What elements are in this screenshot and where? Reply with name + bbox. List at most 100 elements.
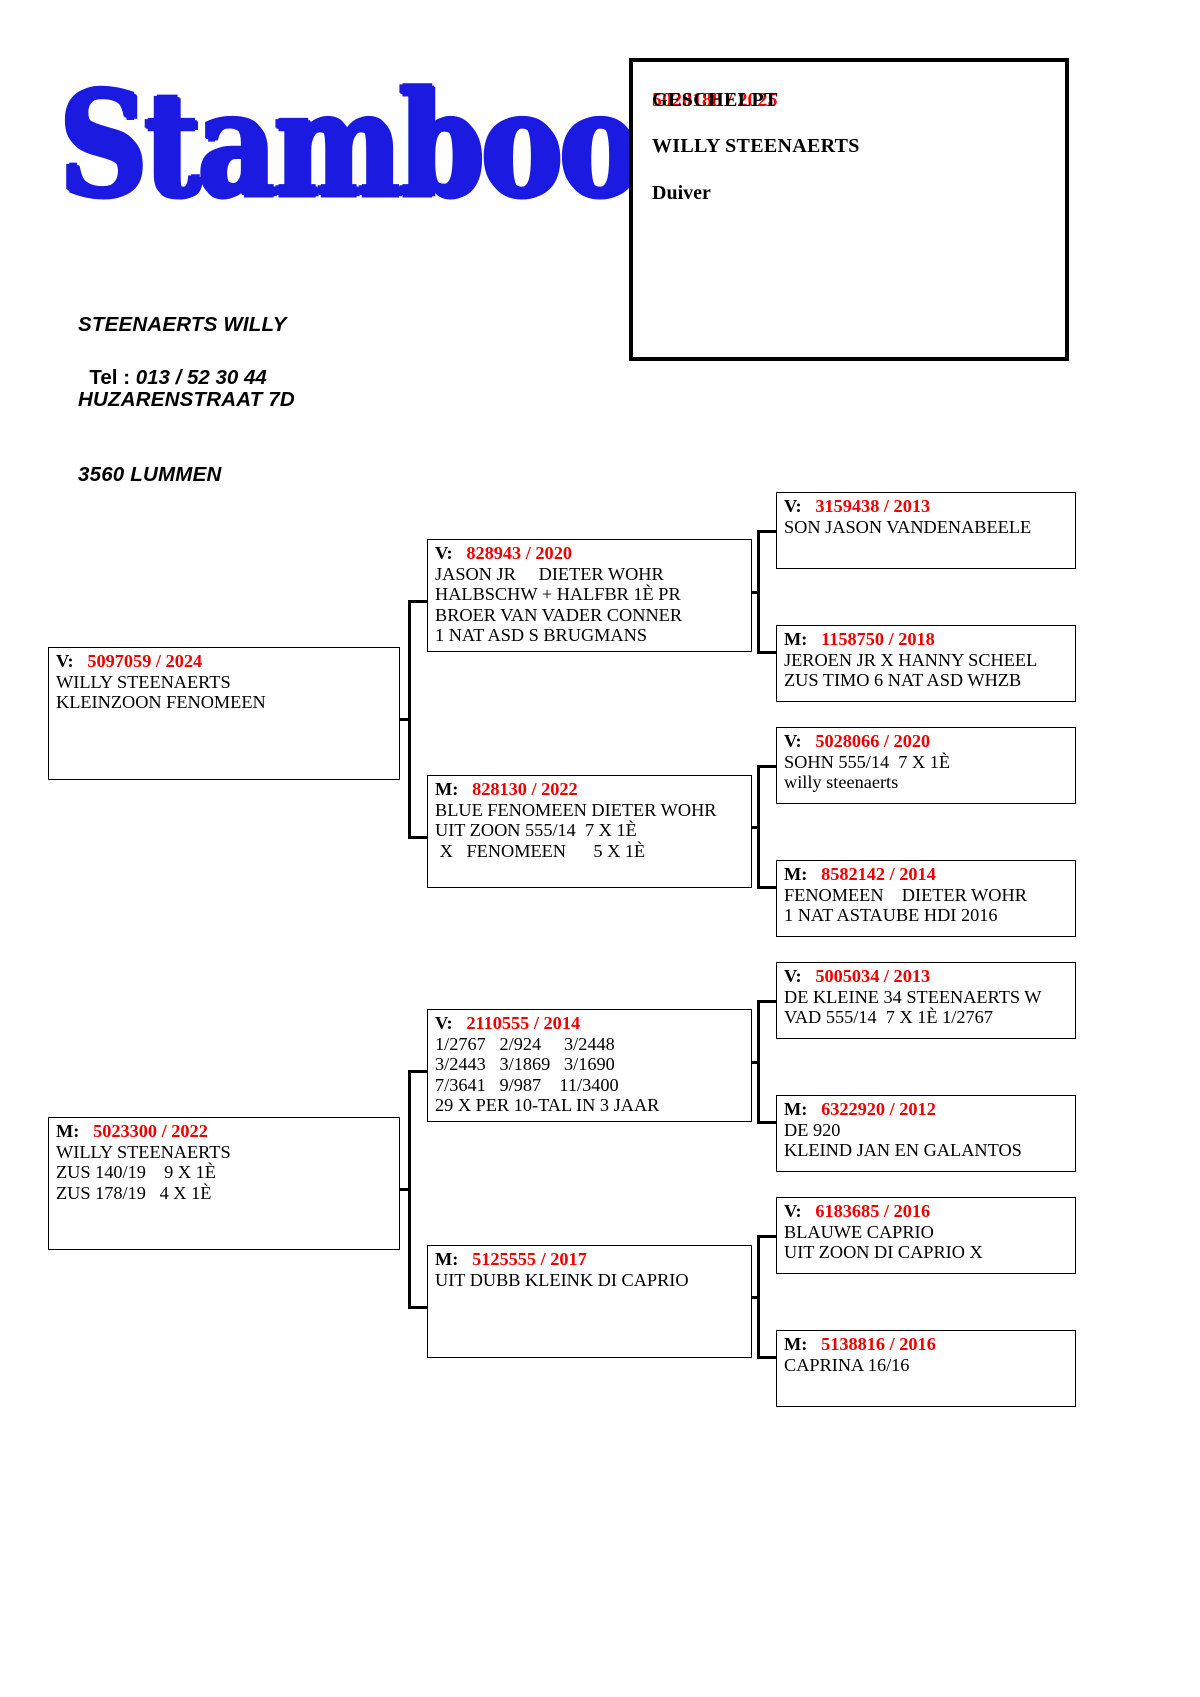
pedigree-box-header: V: 828943 / 2020 — [435, 543, 751, 564]
pedigree-line: 3/2443 3/1869 3/1690 — [435, 1054, 615, 1075]
pedigree-line: BLUE FENOMEEN DIETER WOHR — [435, 799, 717, 820]
pedigree-line: CAPRINA 16/16 — [784, 1354, 910, 1375]
pedigree-box-header: V: 6183685 / 2016 — [784, 1201, 1075, 1222]
sex-marker: M: — [784, 1099, 808, 1119]
ring-number: 5005034 / 2013 — [815, 966, 931, 986]
pedigree-line: DE 920 — [784, 1119, 841, 1140]
address-line-street: HUZARENSTRAAT 7D — [78, 388, 295, 411]
pedigree-box-sd-gen2: M: 828130 / 2022 BLUE FENOMEEN DIETER WO… — [427, 775, 752, 888]
pedigree-box-ss-gen2: V: 828943 / 2020 JASON JR DIETER WOHR HA… — [427, 539, 752, 652]
pedigree-box-header: M: 5023300 / 2022 — [56, 1121, 399, 1142]
pedigree-box-sdd: M: 8582142 / 2014 FENOMEEN DIETER WOHR 1… — [776, 860, 1076, 937]
connector-ds-stub — [745, 1061, 759, 1064]
address-line-name: STEENAERTS WILLY — [78, 313, 287, 336]
pedigree-box-dss: V: 5005034 / 2013 DE KLEINE 34 STEENAERT… — [776, 962, 1076, 1039]
pedigree-line: UIT DUBB KLEINK DI CAPRIO — [435, 1269, 689, 1290]
pedigree-box-dam-gen1: M: 5023300 / 2022 WILLY STEENAERTS ZUS 1… — [48, 1117, 400, 1250]
pedigree-box-header: M: 5125555 / 2017 — [435, 1249, 751, 1270]
ring-number: 5097059 / 2024 — [87, 651, 203, 671]
subject-ring-number: 5020188 / 2025 — [652, 89, 778, 111]
sex-marker: M: — [784, 629, 808, 649]
pedigree-box-header: M: 828130 / 2022 — [435, 779, 751, 800]
pedigree-line: JASON JR DIETER WOHR — [435, 563, 664, 584]
pedigree-box-sire-gen1: V: 5097059 / 2024 WILLY STEENAERTS KLEIN… — [48, 647, 400, 780]
pedigree-box-header: V: 5028066 / 2020 — [784, 731, 1075, 752]
pedigree-line: 29 X PER 10-TAL IN 3 JAAR — [435, 1095, 660, 1116]
pedigree-box-dd-gen2: M: 5125555 / 2017 UIT DUBB KLEINK DI CAP… — [427, 1245, 752, 1358]
pedigree-line: KLEIND JAN EN GALANTOS — [784, 1140, 1022, 1161]
pedigree-line: ZUS 140/19 9 X 1È — [56, 1162, 216, 1183]
pedigree-line: UIT ZOON 555/14 7 X 1È — [435, 820, 637, 841]
subject-header-box: 5020188 / 2025 GESCHELPT WILLY STEENAERT… — [629, 58, 1069, 361]
sex-marker: M: — [56, 1121, 80, 1141]
sex-marker: M: — [435, 1249, 459, 1269]
pedigree-box-header: M: 1158750 / 2018 — [784, 629, 1075, 650]
pedigree-line: SON JASON VANDENABEELE — [784, 516, 1032, 537]
connector-sire-stub — [395, 718, 409, 721]
pedigree-line: HALBSCHW + HALFBR 1È PR — [435, 584, 681, 605]
sex-marker: V: — [784, 731, 802, 751]
connector-ss-bottom — [757, 651, 779, 654]
pedigree-line: WILLY STEENAERTS — [56, 671, 231, 692]
pedigree-box-ssd: M: 1158750 / 2018 JEROEN JR X HANNY SCHE… — [776, 625, 1076, 702]
ring-number: 2110555 / 2014 — [466, 1013, 581, 1033]
connector-dd-bottom — [757, 1356, 779, 1359]
ring-number: 5028066 / 2020 — [815, 731, 931, 751]
connector-dd-top — [757, 1235, 779, 1238]
ring-number: 8582142 / 2014 — [821, 864, 936, 884]
pedigree-line: FENOMEEN DIETER WOHR — [784, 884, 1027, 905]
ring-number: 828943 / 2020 — [466, 543, 572, 563]
sex-marker: V: — [784, 496, 802, 516]
pedigree-box-dds: V: 6183685 / 2016 BLAUWE CAPRIO UIT ZOON… — [776, 1197, 1076, 1274]
pedigree-box-sss: V: 3159438 / 2013 SON JASON VANDENABEELE — [776, 492, 1076, 569]
connector-sd-stub — [745, 826, 759, 829]
pedigree-line: 7/3641 9/987 11/3400 — [435, 1074, 619, 1095]
ring-number: 828130 / 2022 — [472, 779, 578, 799]
pedigree-line: willy steenaerts — [784, 772, 899, 793]
sex-marker: M: — [784, 1334, 808, 1354]
pedigree-line: DE KLEINE 34 STEENAERTS W — [784, 986, 1042, 1007]
pedigree-box-header: V: 2110555 / 2014 — [435, 1013, 751, 1034]
sex-marker: V: — [435, 1013, 453, 1033]
owner-address-block: STEENAERTS WILLY HUZARENSTRAAT 7D 3560 L… — [78, 262, 295, 512]
pedigree-line: KLEINZOON FENOMEEN — [56, 692, 266, 713]
pedigree-box-header: M: 5138816 / 2016 — [784, 1334, 1075, 1355]
ring-number: 1158750 / 2018 — [821, 629, 935, 649]
connector-dd-stub — [745, 1296, 759, 1299]
pedigree-line: WILLY STEENAERTS — [56, 1141, 231, 1162]
connector-sire-bottom — [408, 836, 430, 839]
pedigree-box-header: V: 3159438 / 2013 — [784, 496, 1075, 517]
sex-marker: V: — [56, 651, 74, 671]
pedigree-box-header: M: 6322920 / 2012 — [784, 1099, 1075, 1120]
connector-sire-top — [408, 600, 430, 603]
pedigree-line: 1 NAT ASTAUBE HDI 2016 — [784, 905, 998, 926]
subject-sex: Duiver — [652, 182, 711, 204]
subject-owner: WILLY STEENAERTS — [652, 135, 860, 157]
connector-sd-top — [757, 765, 779, 768]
sex-marker: V: — [784, 966, 802, 986]
owner-telephone: Tel : 013 / 52 30 44 — [78, 340, 267, 390]
pedigree-line: SOHN 555/14 7 X 1È — [784, 751, 951, 772]
connector-dam-stub — [395, 1188, 409, 1191]
telephone-label: Tel : — [89, 366, 136, 389]
pedigree-line: ZUS TIMO 6 NAT ASD WHZB — [784, 670, 1022, 691]
ring-number: 5125555 / 2017 — [472, 1249, 587, 1269]
pedigree-box-sds: V: 5028066 / 2020 SOHN 555/14 7 X 1È wil… — [776, 727, 1076, 804]
stamboom-logo: Stamboom — [60, 55, 766, 235]
pedigree-box-header: V: 5005034 / 2013 — [784, 966, 1075, 987]
pedigree-line: X FENOMEEN 5 X 1È — [435, 840, 646, 861]
pedigree-line: JEROEN JR X HANNY SCHEEL — [784, 649, 1038, 670]
sex-marker: V: — [784, 1201, 802, 1221]
pedigree-box-header: V: 5097059 / 2024 — [56, 651, 399, 672]
pedigree-box-header: M: 8582142 / 2014 — [784, 864, 1075, 885]
connector-dam-top — [408, 1070, 430, 1073]
connector-sd-bottom — [757, 886, 779, 889]
pedigree-box-ds-gen2: V: 2110555 / 2014 1/2767 2/924 3/2448 3/… — [427, 1009, 752, 1122]
telephone-value: 013 / 52 30 44 — [135, 366, 267, 389]
pedigree-line: BLAUWE CAPRIO — [784, 1221, 934, 1242]
sex-marker: V: — [435, 543, 453, 563]
connector-sire-vertical — [408, 600, 411, 838]
ring-number: 5138816 / 2016 — [821, 1334, 936, 1354]
pedigree-box-dsd: M: 6322920 / 2012 DE 920 KLEIND JAN EN G… — [776, 1095, 1076, 1172]
connector-dam-vertical — [408, 1070, 411, 1308]
